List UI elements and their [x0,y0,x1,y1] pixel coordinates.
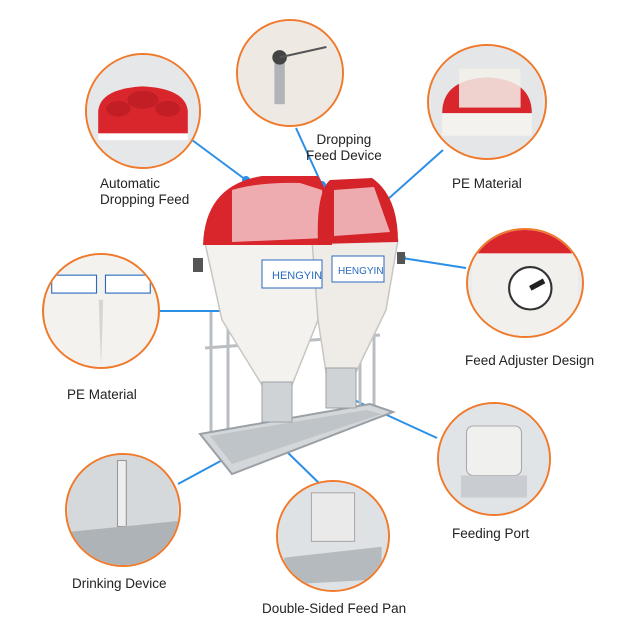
leader-line-automatic [187,136,247,181]
logo-text-left: HENGYIN [272,270,322,282]
leader-line-feed-pan [281,446,323,487]
label-double-sided-feed-pan: Double-Sided Feed Pan [262,601,407,616]
detail-photo-double-sided-feed-pan [276,480,390,592]
detail-photo-pe-material-left [42,253,160,369]
detail-photo-automatic-dropping-feed [85,53,201,169]
leader-line-adjuster [401,257,467,269]
detail-photo-pe-material-top [427,44,547,160]
label-pe-material-left: PE Material [67,387,137,402]
detail-photo-drinking-device [65,453,181,567]
detail-photo-dropping-feed-device [236,19,344,127]
leader-line-device [295,127,323,186]
leader-line-drinking [177,456,229,485]
detail-photo-feeding-port [437,402,551,516]
logo-text-right: HENGYIN [338,266,384,277]
detail-photo-feed-adjuster-design [466,228,584,338]
label-pe-material-top: PE Material [452,176,522,191]
label-drinking-device: Drinking Device [72,576,167,591]
leader-line-feeding-port [340,393,438,439]
label-feeding-port: Feeding Port [452,526,530,541]
label-feed-adjuster-design: Feed Adjuster Design [465,353,595,368]
